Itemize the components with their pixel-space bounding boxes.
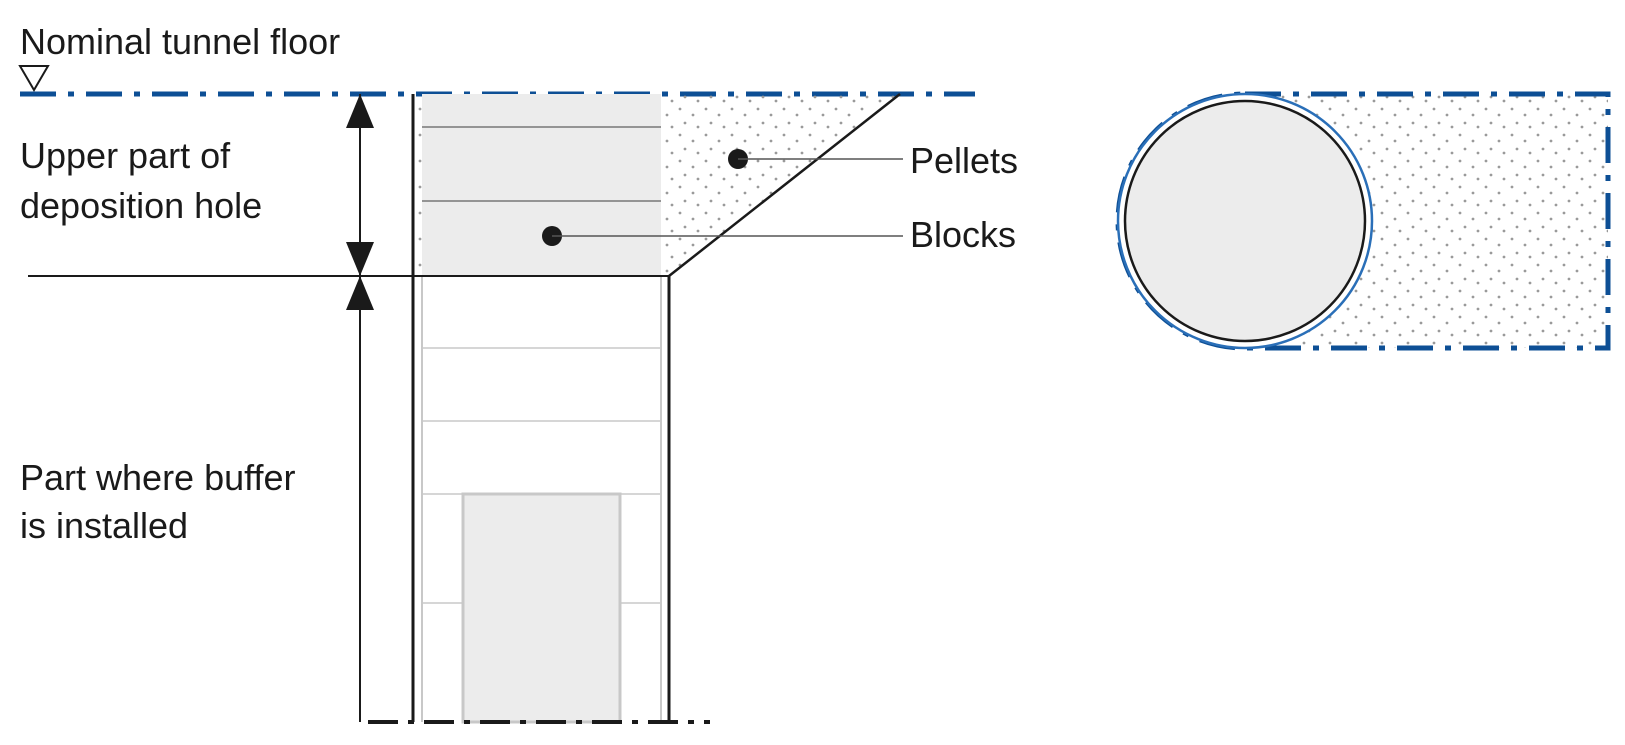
pellets-slope-line: [668, 93, 901, 277]
tunnel-floor-marker-icon: [18, 65, 50, 92]
arrow-up-icon: [346, 276, 374, 310]
buffer-part-label-line2: is installed: [20, 505, 188, 546]
upper-part-label-line2: deposition hole: [20, 185, 262, 226]
plan-block-disk: [1123, 99, 1367, 343]
buffer-part-label-line1: Part where buffer: [20, 457, 295, 498]
upper-part-label-line1: Upper part of: [20, 135, 231, 176]
pellets-label: Pellets: [910, 140, 1018, 181]
arrow-up-icon: [346, 94, 374, 128]
arrow-down-icon: [346, 242, 374, 276]
upper-blocks: [422, 94, 661, 276]
nominal-tunnel-floor-label: Nominal tunnel floor: [20, 21, 340, 62]
canister: [461, 492, 622, 724]
pellets-gap-strip: [413, 94, 422, 276]
blocks-label: Blocks: [910, 214, 1016, 255]
